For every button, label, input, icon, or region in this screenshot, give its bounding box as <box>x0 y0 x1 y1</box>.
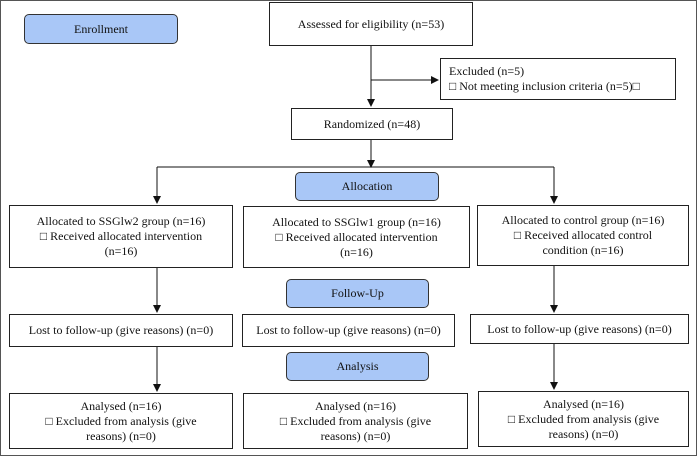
stage-enrollment-label: Enrollment <box>74 21 128 36</box>
received-text: □ Received allocated intervention <box>275 229 438 244</box>
excluded-title: Excluded (n=5) <box>449 64 525 78</box>
excluded-analysis-text: □ Excluded from analysis (give <box>507 411 660 426</box>
lost-box-group-2: Lost to follow-up (give reasons) (n=0) <box>242 314 455 347</box>
stage-analysis-label: Analysis <box>336 359 379 373</box>
randomized-box: Randomized (n=48) <box>291 108 453 140</box>
allocated-box-group-2: Allocated to SSGlw1 group (n=16) □ Recei… <box>243 206 470 268</box>
stage-allocation-label: Allocation <box>341 179 393 193</box>
assessed-text: Assessed for eligibility (n=53) <box>297 16 445 31</box>
analysed-box-group-2: Analysed (n=16) □ Excluded from analysis… <box>243 393 468 449</box>
excluded-analysis-text: □ Excluded from analysis (give <box>279 413 432 428</box>
allocated-text: Allocated to SSGlw2 group (n=16) <box>36 214 206 228</box>
stage-follow-up: Follow-Up <box>286 279 429 308</box>
stage-enrollment: Enrollment <box>24 14 178 44</box>
assessed-box: Assessed for eligibility (n=53) <box>269 2 473 46</box>
received-text: □ Received allocated intervention <box>39 229 203 243</box>
analysed-text: Analysed (n=16) <box>314 398 397 413</box>
excluded-reason: □ Not meeting inclusion criteria (n=5)□ <box>449 79 640 93</box>
allocated-box-group-3: Allocated to control group (n=16) □ Rece… <box>477 205 689 266</box>
excluded-box: Excluded (n=5) □ Not meeting inclusion c… <box>440 58 676 100</box>
lost-text: Lost to follow-up (give reasons) (n=0) <box>487 321 672 336</box>
analysed-box-group-3: Analysed (n=16) □ Excluded from analysis… <box>478 391 689 447</box>
excluded-analysis-count: reasons) (n=0) <box>320 428 391 443</box>
analysed-box-group-1: Analysed (n=16) □ Excluded from analysis… <box>9 393 233 449</box>
received-count: (n=16) <box>104 244 138 258</box>
received-count: (n=16) <box>340 244 373 259</box>
lost-box-group-1: Lost to follow-up (give reasons) (n=0) <box>9 314 233 347</box>
randomized-text: Randomized (n=48) <box>323 116 421 131</box>
lost-text: Lost to follow-up (give reasons) (n=0) <box>28 323 214 337</box>
excluded-analysis-count: reasons) (n=0) <box>548 426 619 441</box>
allocated-text: Allocated to SSGlw1 group (n=16) <box>272 214 441 229</box>
stage-analysis: Analysis <box>286 352 429 381</box>
received-text: □ Received allocated control <box>513 228 653 242</box>
allocated-box-group-1: Allocated to SSGlw2 group (n=16) □ Recei… <box>9 205 233 268</box>
received-count: condition (n=16) <box>542 243 624 257</box>
allocated-text: Allocated to control group (n=16) <box>501 213 665 227</box>
excluded-analysis-count: reasons) (n=0) <box>86 428 156 443</box>
stage-follow-up-label: Follow-Up <box>331 286 384 300</box>
analysed-text: Analysed (n=16) <box>542 396 625 411</box>
lost-box-group-3: Lost to follow-up (give reasons) (n=0) <box>470 314 689 344</box>
lost-text: Lost to follow-up (give reasons) (n=0) <box>256 323 441 337</box>
analysed-text: Analysed (n=16) <box>80 398 162 413</box>
stage-allocation: Allocation <box>295 172 439 201</box>
excluded-analysis-text: □ Excluded from analysis (give <box>45 413 197 428</box>
